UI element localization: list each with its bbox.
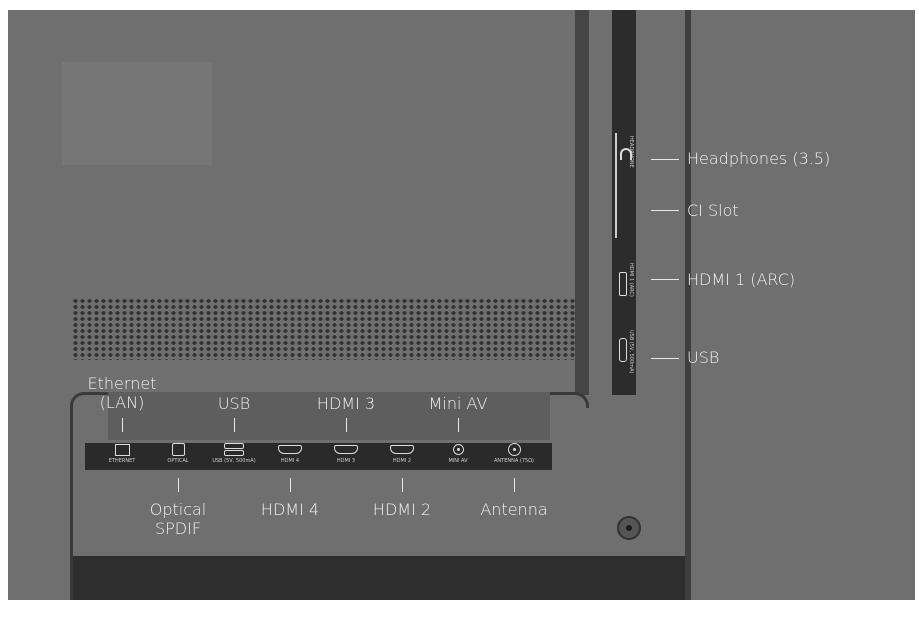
ci-slot	[615, 133, 617, 238]
port-antenna: ANTENNA (75Ω)	[486, 443, 542, 464]
usb-port-icon	[224, 443, 244, 456]
screw-icon	[617, 516, 641, 540]
leader-line	[651, 210, 679, 211]
callout-antenna: Antenna	[480, 500, 548, 519]
right-edge	[685, 10, 691, 600]
side-port-label: HEADPHONE	[628, 136, 634, 168]
leader-line	[458, 418, 459, 432]
hdmi-port-icon	[334, 443, 358, 456]
callout-usb: USB	[217, 394, 251, 413]
leader-line	[346, 418, 347, 432]
recess-left-edge	[70, 405, 73, 600]
ethernet-port-icon	[114, 443, 130, 456]
port-hdmi2: HDMI 2	[374, 443, 430, 464]
callout-hdmi2: HDMI 2	[372, 500, 432, 519]
bottom-port-strip	[85, 443, 552, 470]
callout-hdmi4: HDMI 4	[260, 500, 320, 519]
port-optical: OPTICAL	[150, 443, 206, 464]
callout-hdmi3: HDMI 3	[316, 394, 376, 413]
callout-ethernet: Ethernet (LAN)	[87, 374, 157, 412]
vent-grille	[72, 298, 577, 360]
callout-ci-slot: CI Slot	[687, 201, 739, 220]
leader-line	[234, 418, 235, 432]
leader-line	[651, 159, 679, 160]
callout-mini-av: Mini AV	[428, 394, 488, 413]
label-area	[62, 62, 212, 165]
bottom-band	[73, 556, 688, 600]
port-usb: USB (5V, 500mA)	[206, 443, 262, 464]
hdmi-port-icon	[619, 272, 627, 296]
side-port-label: USB (5V, 500mA)	[628, 330, 634, 374]
usb-port-icon	[619, 338, 627, 362]
port-hdmi3: HDMI 3	[318, 443, 374, 464]
leader-line	[651, 279, 679, 280]
leader-line	[290, 478, 291, 492]
callout-usb-side: USB	[687, 348, 720, 367]
hdmi-port-icon	[278, 443, 302, 456]
callout-headphones: Headphones (3.5)	[687, 149, 831, 168]
leader-line	[651, 358, 679, 359]
optical-port-icon	[171, 443, 185, 456]
port-housing	[108, 392, 550, 440]
port-hdmi4: HDMI 4	[262, 443, 318, 464]
headphone-icon	[620, 148, 632, 160]
hdmi-port-icon	[390, 443, 414, 456]
mini-av-port-icon	[452, 443, 464, 456]
leader-line	[178, 478, 179, 492]
callout-hdmi1: HDMI 1 (ARC)	[687, 270, 796, 289]
leader-line	[402, 478, 403, 492]
callout-optical: Optical SPDIF	[149, 500, 207, 538]
side-port-label: HDMI 1 (ARC)	[628, 263, 634, 297]
port-mini-av: MINI AV	[430, 443, 486, 464]
leader-line	[514, 478, 515, 492]
leader-line	[122, 418, 123, 432]
port-ethernet: ETHERNET	[94, 443, 150, 464]
body-edge	[575, 10, 589, 395]
antenna-port-icon	[507, 443, 521, 456]
